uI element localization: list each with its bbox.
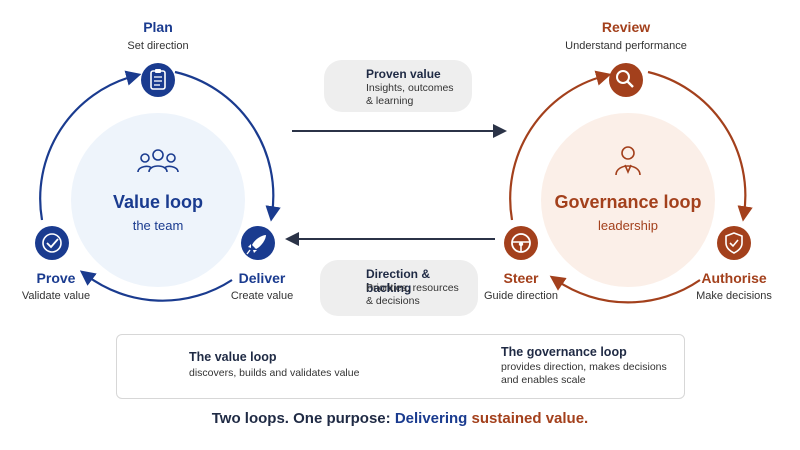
rocket-icon	[241, 226, 275, 260]
proven-value-text: Insights, outcomes & learning	[366, 82, 454, 107]
tagline-part3: sustained value.	[467, 410, 589, 427]
review-subtitle: Understand performance	[565, 40, 687, 52]
legend-governance-text: provides direction, makes decisions and …	[501, 361, 667, 386]
arc-review-to-authorise	[647, 70, 753, 222]
plan-subtitle: Set direction	[127, 40, 189, 52]
direction-backing-card: Direction & backing Priorities, resource…	[320, 260, 478, 316]
governance-loop-title: Governance loop	[554, 192, 702, 212]
check-circle-icon	[35, 226, 69, 260]
review-title: Review	[601, 19, 651, 35]
direction-backing-text: Priorities, resources & decisions	[366, 282, 459, 307]
proven-value-card: Proven value Insights, outcomes & learni…	[324, 60, 472, 112]
legend-governance-title: The governance loop	[501, 345, 627, 359]
authorise-title: Authorise	[701, 270, 767, 286]
team-icon	[137, 149, 179, 173]
value-loop-center	[71, 113, 245, 287]
value-loop-subtitle: the team	[132, 218, 184, 233]
magnifier-icon	[609, 63, 643, 97]
clipboard-icon	[141, 63, 175, 97]
legend-value-title: The value loop	[189, 350, 277, 364]
arc-prove-to-plan	[39, 70, 142, 221]
steer-subtitle: Guide direction	[484, 290, 558, 302]
prove-title: Prove	[36, 270, 76, 286]
value-loop-title: Value loop	[112, 192, 204, 212]
governance-loop-center	[541, 113, 715, 287]
plan-title: Plan	[143, 19, 173, 35]
arc-steer-to-review	[509, 70, 612, 221]
shield-check-icon	[717, 226, 751, 260]
steer-title: Steer	[503, 270, 539, 286]
authorise-subtitle: Make decisions	[696, 290, 772, 302]
prove-subtitle: Validate value	[21, 290, 91, 302]
legend-value-text: discovers, builds and validates value	[189, 367, 360, 379]
tagline-part1: Two loops. One purpose:	[211, 410, 395, 427]
leader-icon	[615, 146, 641, 176]
deliver-subtitle: Create value	[230, 290, 294, 302]
proven-value-title: Proven value	[366, 67, 441, 81]
tagline: Two loops. One purpose: Delivering susta…	[0, 410, 800, 427]
governance-loop-subtitle: leadership	[598, 218, 658, 233]
legend-box: The value loop discovers, builds and val…	[116, 334, 685, 399]
steering-wheel-icon	[504, 226, 538, 260]
direction-backing-title: Direction & backing	[366, 267, 431, 295]
arc-plan-to-deliver	[174, 70, 281, 222]
tagline-part2: Delivering	[394, 410, 468, 427]
arc-deliver-to-prove	[79, 270, 233, 302]
arc-authorise-to-steer	[549, 275, 701, 304]
deliver-title: Deliver	[238, 270, 286, 286]
